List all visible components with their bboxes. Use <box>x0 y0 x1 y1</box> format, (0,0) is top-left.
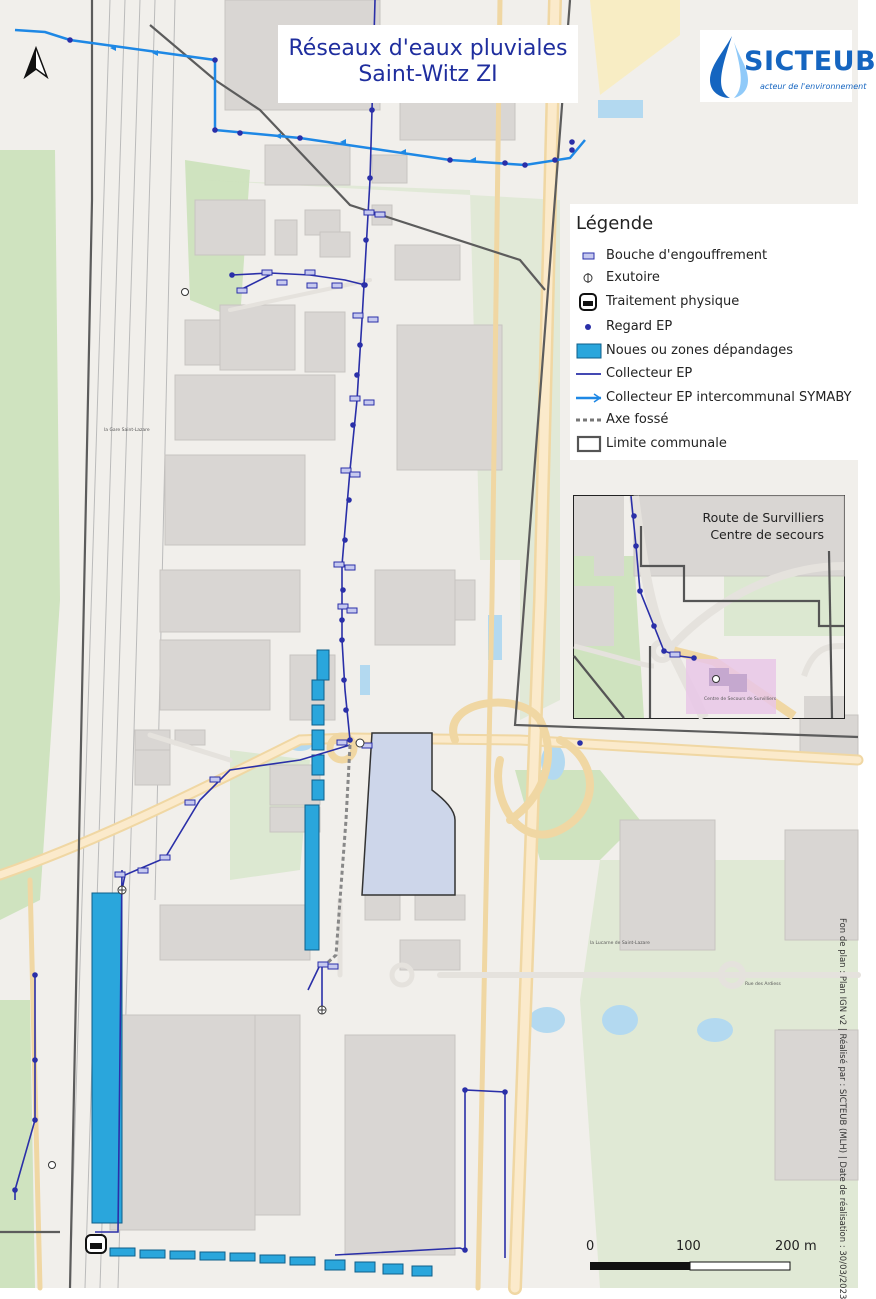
legend-label: Limite communale <box>606 436 727 451</box>
outlet-icon <box>583 273 593 283</box>
logo-tagline: acteur de l'environnement <box>760 82 867 91</box>
outlets-layer <box>48 288 365 1169</box>
swale-fill-icon <box>576 343 602 359</box>
water-drop-icon <box>710 36 748 98</box>
logo-name: SICTEUB <box>744 46 876 77</box>
legend-label: Collecteur EP <box>606 366 693 381</box>
symaby-collector-layer <box>14 28 586 167</box>
legend-label: Exutoire <box>606 270 660 285</box>
legend-panel: Légende Bouche d'engouffrement Exutoire … <box>570 204 858 460</box>
manhole-dot-icon <box>585 324 591 330</box>
legend-label: Axe fossé <box>606 412 669 427</box>
scale-label-100: 100 <box>676 1239 701 1254</box>
collector-line-icon <box>576 373 601 375</box>
arrow-line-icon <box>576 393 602 403</box>
boundary-layer <box>0 0 859 1289</box>
inset-map-layers <box>573 495 845 721</box>
legend-item-grate: Bouche d'engouffrement <box>570 244 858 268</box>
map-label-rue: Rue des Ardiess <box>745 982 781 987</box>
legend-item-swale: Noues ou zones dépandages <box>570 339 858 363</box>
legend-label: Noues ou zones dépandages <box>606 343 794 358</box>
sicteub-logo: SICTEUB acteur de l'environnement <box>700 30 876 102</box>
legend-item-outlet: Exutoire <box>570 266 858 290</box>
legend-item-ditch: Axe fossé <box>570 408 858 432</box>
map-label-gare: la Gare Saint-Lazare <box>104 428 150 433</box>
swales-layer <box>91 649 433 1277</box>
inset-title-line1: Route de Survilliers <box>702 510 824 525</box>
legend-item-manhole: Regard EP <box>570 315 858 339</box>
ditch-axis <box>323 744 352 967</box>
boundary-box-icon <box>576 435 602 453</box>
map-title-box: Réseaux d'eaux pluviales Saint-Witz ZI <box>278 25 578 103</box>
legend-item-boundary: Limite communale <box>570 432 858 456</box>
legend-title: Légende <box>576 213 654 234</box>
legend-item-treatment: Traitement physique <box>570 290 858 314</box>
legend-label: Regard EP <box>606 319 673 334</box>
inset-place-label: Centre de Secours de Survilliers <box>704 697 777 702</box>
legend-label: Bouche d'engouffrement <box>606 248 768 263</box>
map-label-lucarne: la Lucarne de Saint-Lazare <box>590 941 650 946</box>
north-arrow-icon <box>22 45 50 84</box>
map-title-line1: Réseaux d'eaux pluviales <box>288 36 568 61</box>
legend-label: Collecteur EP intercommunal SYMABY <box>606 390 852 405</box>
parcel-highlight <box>361 732 456 896</box>
map-credit: Fon de plan : Plan IGN v2 | Réalisé par … <box>837 918 847 1299</box>
scale-label-0: 0 <box>586 1239 595 1254</box>
manholes-layer <box>12 37 583 1253</box>
scale-label-200: 200 m <box>775 1239 817 1254</box>
symaby-arrows <box>110 45 476 163</box>
map-title-line2: Saint-Witz ZI <box>358 62 498 87</box>
inset-title-line2: Centre de secours <box>710 527 824 542</box>
legend-label: Traitement physique <box>606 294 740 309</box>
grates-layer <box>114 209 386 970</box>
legend-item-symaby: Collecteur EP intercommunal SYMABY <box>570 386 858 410</box>
grate-icon <box>582 252 595 260</box>
legend-item-collector: Collecteur EP <box>570 362 858 386</box>
treatment-icon <box>579 293 597 311</box>
scale-bar <box>590 1261 791 1271</box>
inset-map[interactable]: Route de Survilliers Centre de secours C… <box>573 495 845 721</box>
dashed-line-icon <box>576 418 601 422</box>
